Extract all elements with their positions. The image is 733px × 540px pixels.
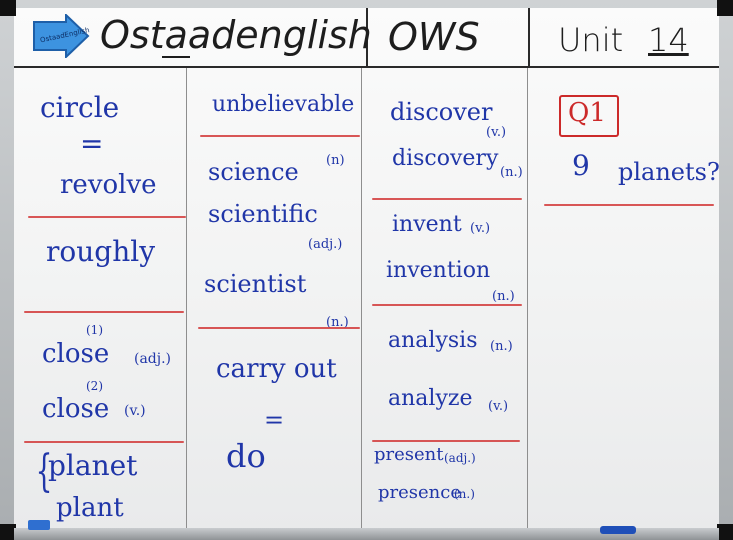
word-analyze: analyze	[388, 386, 473, 411]
marker-pen	[600, 526, 636, 534]
column-divider	[186, 68, 187, 528]
red-divider	[372, 198, 522, 200]
word-revolve: revolve	[60, 170, 157, 200]
discovery-pos: (n.)	[500, 165, 523, 180]
invention-pos: (n.)	[492, 289, 515, 304]
word-close-verb: close	[42, 394, 110, 424]
frame-corner	[0, 0, 16, 16]
discover-pos: (v.)	[486, 125, 507, 140]
word-present: present	[374, 444, 444, 465]
header-col-divider	[528, 8, 530, 68]
header-col-divider	[366, 8, 368, 68]
marker-tray	[14, 528, 719, 540]
question-box	[559, 95, 619, 137]
word-discover: discover	[390, 98, 493, 126]
word-roughly: roughly	[46, 235, 156, 268]
header-title: Ostaadenglish	[100, 13, 372, 57]
word-plant: plant	[56, 493, 124, 523]
equals-sign: =	[264, 406, 285, 434]
word-planet: planet	[48, 449, 138, 482]
header-unit-label: Unit	[558, 21, 624, 59]
word-close-adj: close	[42, 339, 110, 369]
scientific-pos: (adj.)	[308, 237, 343, 252]
word-presence: presence	[378, 482, 461, 503]
word-do: do	[226, 437, 266, 475]
frame-corner	[717, 0, 733, 16]
red-divider	[24, 441, 184, 443]
red-divider	[24, 311, 184, 313]
ostaadenglish-logo: OstaadEnglish	[33, 14, 90, 58]
analyze-pos: (v.)	[488, 399, 509, 414]
red-divider	[544, 204, 714, 206]
close-adj-pos: (adj.)	[134, 351, 172, 367]
close-2-number: (2)	[86, 379, 103, 393]
red-divider	[198, 327, 360, 329]
close-1-number: (1)	[86, 323, 103, 337]
scientist-pos: (n.)	[326, 315, 349, 330]
science-pos: (n)	[326, 153, 345, 168]
frame-corner	[717, 524, 733, 540]
red-divider	[372, 304, 522, 306]
word-invent: invent	[392, 212, 462, 237]
word-science: science	[208, 158, 299, 186]
eraser	[28, 520, 50, 530]
column-divider	[361, 68, 362, 528]
close-verb-pos: (v.)	[124, 403, 146, 419]
word-circle: circle	[40, 91, 120, 124]
word-scientific: scientific	[208, 200, 318, 228]
present-pos: (adj.)	[444, 451, 476, 465]
analysis-pos: (n.)	[490, 339, 513, 354]
presence-pos: (n.)	[454, 487, 475, 501]
invent-pos: (v.)	[470, 221, 491, 236]
header-unit-number: 14	[648, 21, 689, 59]
red-divider	[200, 135, 360, 137]
word-scientist: scientist	[204, 270, 307, 298]
red-divider	[372, 440, 520, 442]
red-divider	[28, 216, 186, 218]
word-analysis: analysis	[388, 328, 478, 353]
title-underline	[162, 56, 190, 58]
brace: {	[35, 446, 53, 497]
word-unbelievable: unbelievable	[212, 92, 355, 117]
question-number: 9	[572, 149, 590, 182]
frame-corner	[0, 524, 16, 540]
word-discovery: discovery	[392, 146, 499, 171]
equals-sign: =	[80, 127, 104, 160]
column-divider	[527, 68, 528, 528]
question-text: planets?	[618, 158, 720, 186]
word-invention: invention	[386, 258, 491, 283]
header-ows: OWS	[388, 15, 480, 59]
question-label: Q1	[568, 98, 606, 128]
word-carry-out: carry out	[216, 354, 337, 384]
